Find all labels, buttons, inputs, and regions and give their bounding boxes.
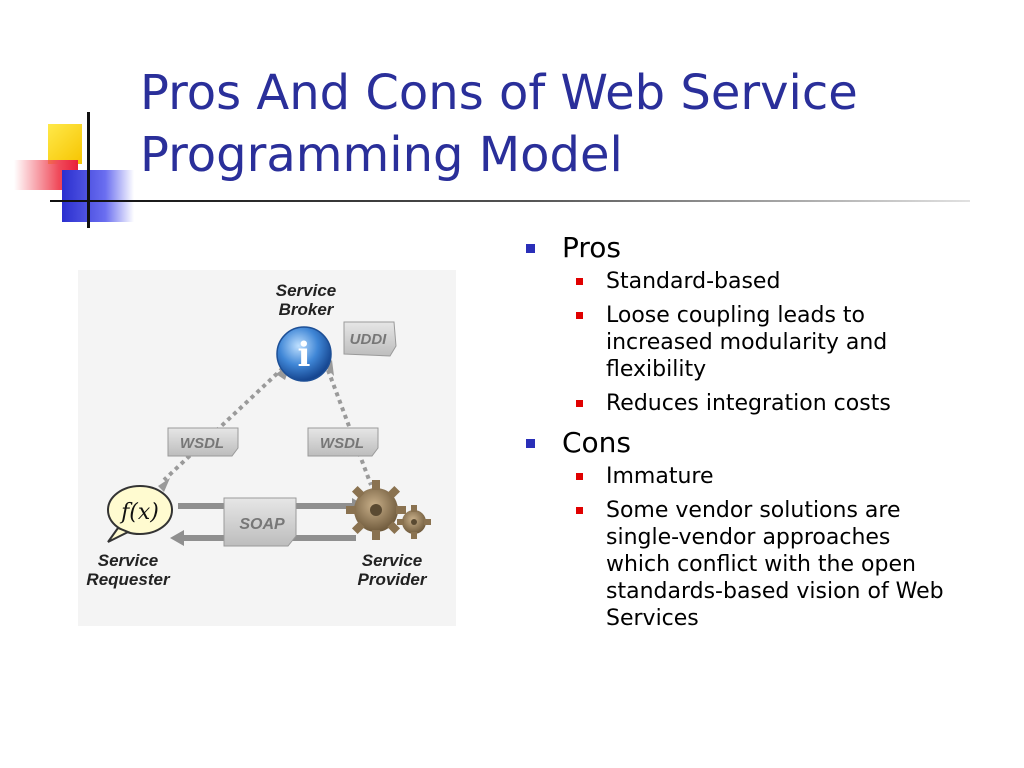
blue-square [62,170,134,222]
vertical-line [87,112,90,228]
svg-text:f(x): f(x) [119,500,159,525]
bullet-label: Pros [562,231,622,264]
pros-group: Pros Standard-based Loose coupling leads… [520,230,960,417]
svg-text:UDDI: UDDI [350,331,387,348]
uddi-document-icon: UDDI [343,321,397,357]
square-bullet-icon [526,244,535,253]
svg-text:WSDL: WSDL [320,435,364,452]
svg-text:Broker: Broker [279,300,335,319]
square-bullet-icon [576,473,583,480]
square-bullet-icon [576,400,583,407]
sub-bullet-text: Loose coupling leads to increased modula… [606,303,888,382]
sub-bullet-text: Immature [606,464,714,489]
bullet-label: Cons [562,426,632,459]
sub-bullet-text: Standard-based [606,269,781,294]
sub-bullet-text: Reduces integration costs [606,391,891,416]
sub-bullet: Some vendor solutions are single-vendor … [520,497,960,632]
sub-bullet: Reduces integration costs [520,390,960,417]
wsdl-document-icon-left: WSDL [167,427,239,457]
info-icon [276,326,332,382]
square-bullet-icon [576,507,583,514]
svg-text:WSDL: WSDL [180,435,224,452]
svg-text:Provider: Provider [358,570,428,589]
bullet-cons: Cons [520,425,960,461]
web-service-diagram: i Service Broker UDDI WSDL WSDL SOAP f(x… [78,270,456,626]
gear-icon [346,480,431,540]
cons-group: Cons Immature Some vendor solutions are … [520,425,960,632]
sub-bullet: Loose coupling leads to increased modula… [520,302,960,383]
title-divider [90,200,970,202]
dotted-arrow-broker-requester [162,366,285,482]
svg-text:SOAP: SOAP [239,516,285,533]
yellow-square [48,124,82,164]
soap-document-icon: SOAP [223,497,297,547]
bullet-pros: Pros [520,230,960,266]
sub-bullet: Immature [520,463,960,490]
decorative-corner-logo [0,100,140,240]
svg-text:Service: Service [276,281,337,300]
sub-bullet: Standard-based [520,268,960,295]
slide-title: Pros And Cons of Web Service Programming… [140,65,858,183]
svg-text:Service: Service [362,551,423,570]
svg-text:Requester: Requester [86,570,171,589]
svg-text:Service: Service [98,551,159,570]
square-bullet-icon [576,312,583,319]
square-bullet-icon [526,439,535,448]
svg-text:i: i [298,335,311,375]
sub-bullet-text: Some vendor solutions are single-vendor … [606,498,944,631]
wsdl-document-icon-right: WSDL [307,427,379,457]
function-icon: f(x) [107,485,173,543]
square-bullet-icon [576,278,583,285]
pros-cons-list: Pros Standard-based Loose coupling leads… [520,230,960,640]
